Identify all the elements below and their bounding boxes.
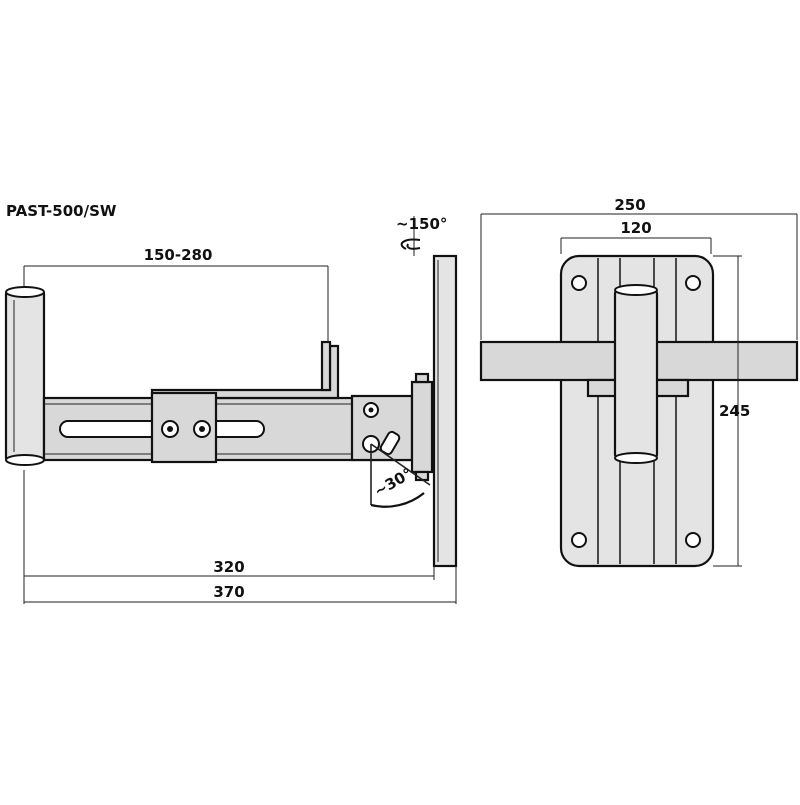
dimension-245-label: 245 <box>719 402 750 420</box>
dimension-120: 120 <box>560 219 712 254</box>
side-view: 150-280 <box>4 215 458 604</box>
mounting-hole-icon <box>685 532 701 548</box>
mounting-hole-icon <box>685 275 701 291</box>
upper-bracket <box>150 340 340 400</box>
dimension-370: 370 <box>24 566 457 604</box>
model-label: PAST-500/SW <box>6 202 117 220</box>
swivel-angle-label: ~150° <box>396 215 447 233</box>
front-view: 250 120 <box>479 196 799 568</box>
mounting-hole-icon <box>571 275 587 291</box>
swivel-hinge <box>410 372 434 482</box>
dimension-250-label: 250 <box>614 196 645 214</box>
wall-plate <box>432 254 458 568</box>
dimension-320: 320 <box>23 470 435 604</box>
dimension-370-label: 370 <box>213 583 244 601</box>
speaker-pole <box>4 286 46 466</box>
swivel-angle: ~150° <box>396 215 447 256</box>
dimension-245: 245 <box>713 255 750 567</box>
dimension-320-label: 320 <box>213 558 244 576</box>
mounting-hole-icon <box>571 532 587 548</box>
dimension-120-label: 120 <box>620 219 651 237</box>
dimension-arm-range-label: 150-280 <box>144 246 213 264</box>
tilt-joint <box>350 394 414 462</box>
speaker-pole-front <box>613 284 659 464</box>
clamp-block <box>150 391 218 464</box>
tilt-angle-label: ~30° <box>371 464 415 500</box>
dimension-250: 250 <box>480 196 798 340</box>
dimension-arm-range: 150-280 <box>23 246 329 345</box>
